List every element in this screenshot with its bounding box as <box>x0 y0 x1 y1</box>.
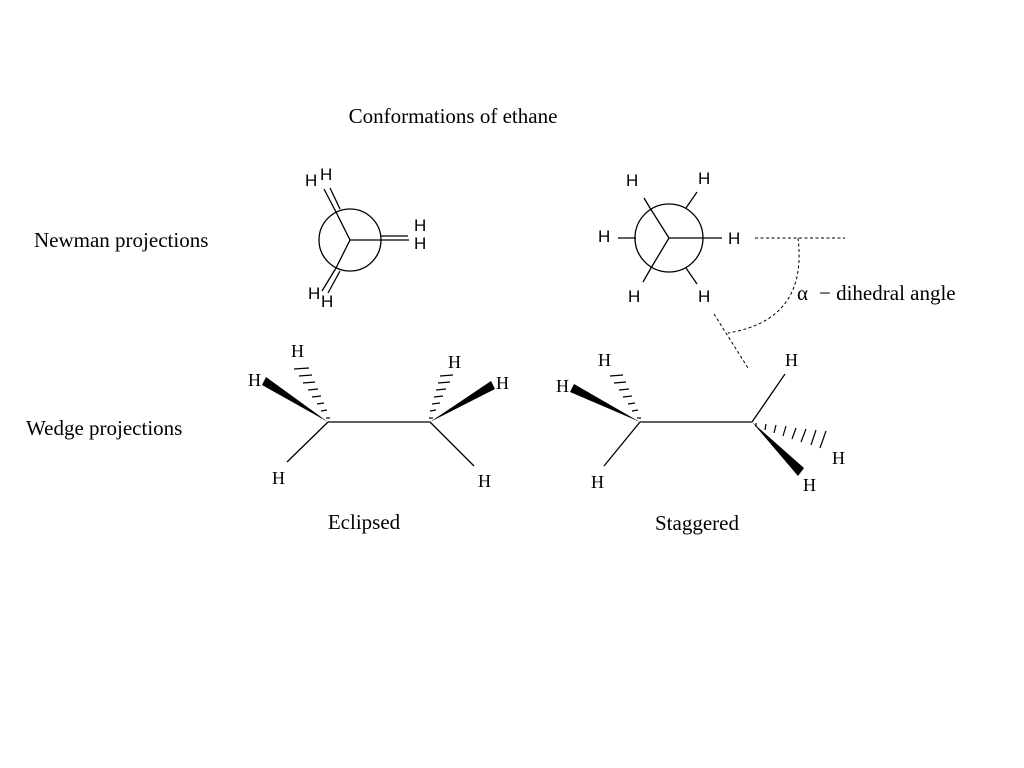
row-label-wedge: Wedge projections <box>26 416 182 440</box>
front-bond-lower <box>650 237 670 269</box>
h-label: H <box>248 370 261 390</box>
h-label: H <box>291 341 304 361</box>
h-label: H <box>556 376 569 396</box>
h-label: H <box>698 287 710 306</box>
newman-eclipsed: H H H H H H <box>305 165 426 311</box>
front-bond-upper-ext <box>643 197 651 209</box>
front-bond-lower-left <box>335 239 351 269</box>
h-label: H <box>414 216 426 235</box>
h-label: H <box>626 171 638 190</box>
h-label: H <box>598 227 610 246</box>
h-label: H <box>448 352 461 372</box>
h-label: H <box>272 468 285 488</box>
wedge-bond <box>430 381 495 422</box>
front-bond-upper-left <box>335 211 351 241</box>
wedge-bond <box>570 384 640 422</box>
wedge-eclipsed: H H H H H H <box>248 341 509 491</box>
h-label: H <box>496 373 509 393</box>
rear-bond-upper <box>329 187 341 210</box>
h-label: H <box>598 350 611 370</box>
h-label: H <box>414 234 426 253</box>
front-bond-upper <box>649 207 670 239</box>
hashed-bond <box>609 374 641 419</box>
h-label: H <box>803 475 816 495</box>
rear-bond-lower <box>327 270 341 294</box>
diagram-title: Conformations of ethane <box>349 104 558 128</box>
front-bond-lower-left-ext <box>321 267 337 292</box>
h-label: H <box>785 350 798 370</box>
rear-bond-lower-right <box>685 267 698 285</box>
dihedral-angle-annotation: α − dihedral angle <box>713 237 956 369</box>
caption-eclipsed: Eclipsed <box>328 510 401 534</box>
h-label: H <box>698 169 710 188</box>
hashed-bond <box>429 374 454 419</box>
plain-bond <box>603 421 641 467</box>
rear-bond-upper-right <box>685 191 698 209</box>
h-label: H <box>478 471 491 491</box>
newman-staggered: H H H H H H <box>598 169 740 306</box>
dihedral-rotated-line <box>713 313 749 369</box>
plain-bond <box>286 421 329 463</box>
caption-staggered: Staggered <box>655 511 739 535</box>
h-label: H <box>308 284 320 303</box>
hashed-bond <box>293 367 330 419</box>
h-label: H <box>628 287 640 306</box>
plain-bond <box>429 421 475 467</box>
h-label: H <box>305 171 317 190</box>
h-label: H <box>728 229 740 248</box>
hashed-bond <box>755 423 827 449</box>
dihedral-arc <box>727 237 800 334</box>
plain-bond <box>751 373 786 423</box>
front-bond-lower-ext <box>642 267 652 283</box>
front-bond-upper-left-ext <box>323 188 337 213</box>
h-label: H <box>321 292 333 311</box>
wedge-bond <box>262 377 328 422</box>
h-label: H <box>832 448 845 468</box>
dihedral-symbol: α <box>797 281 808 305</box>
dihedral-label: − dihedral angle <box>819 281 956 305</box>
wedge-staggered: H H H H H H <box>556 350 845 495</box>
row-label-newman: Newman projections <box>34 228 208 252</box>
h-label: H <box>591 472 604 492</box>
h-label: H <box>320 165 332 184</box>
wedge-bond <box>752 422 804 476</box>
